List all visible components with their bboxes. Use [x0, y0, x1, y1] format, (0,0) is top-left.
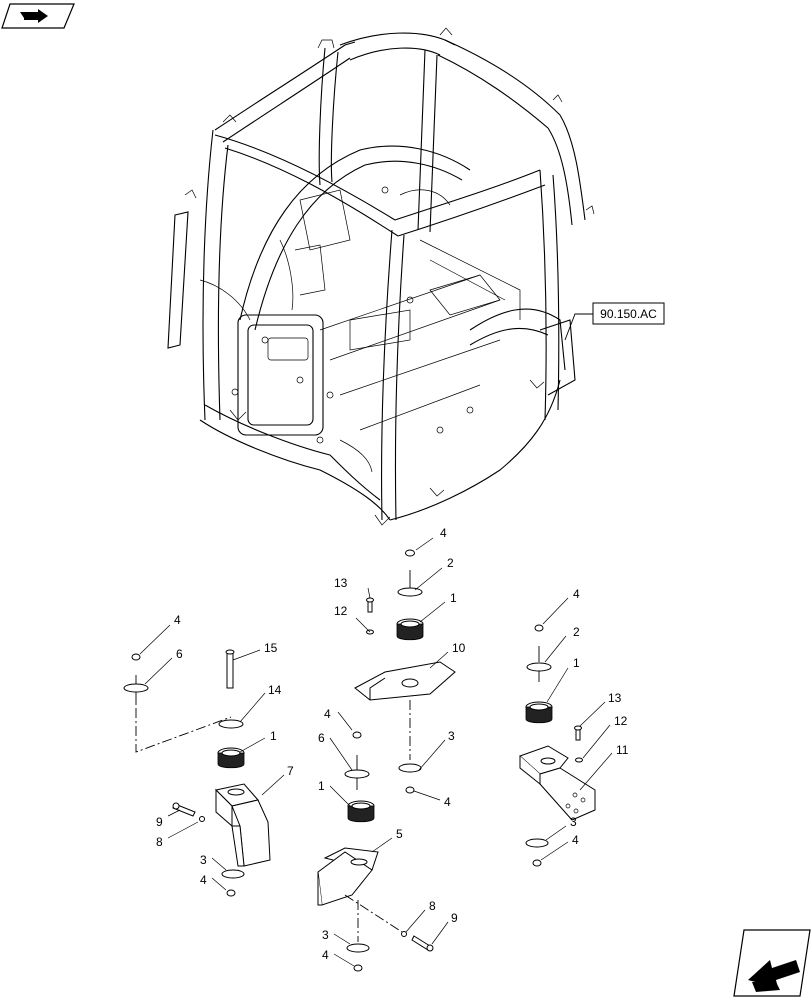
callout-3: 3 — [200, 853, 207, 867]
callout-7: 7 — [287, 764, 294, 778]
reference-box[interactable]: 90.150.AC — [564, 302, 665, 341]
callout-13: 13 — [334, 576, 348, 590]
callout-2: 2 — [447, 556, 454, 570]
mount-assembly-left — [123, 649, 271, 897]
callout-12: 12 — [614, 714, 628, 728]
callout-8: 8 — [156, 835, 163, 849]
callout-1: 1 — [573, 656, 580, 670]
callout-4: 4 — [324, 707, 331, 721]
callout-14: 14 — [268, 683, 282, 697]
callout-6: 6 — [176, 647, 183, 661]
next-page-arrow-icon[interactable] — [733, 929, 811, 997]
callout-3: 3 — [570, 815, 577, 829]
callout-4: 4 — [573, 587, 580, 601]
callout-13: 13 — [608, 691, 622, 705]
callout-9: 9 — [451, 911, 458, 925]
callout-1: 1 — [318, 779, 325, 793]
callout-8: 8 — [429, 899, 436, 913]
callout-5: 5 — [396, 827, 403, 841]
callout-4: 4 — [200, 873, 207, 887]
callout-4: 4 — [440, 526, 447, 540]
callout-2: 2 — [573, 625, 580, 639]
folder-pages-icon[interactable] — [1, 3, 75, 29]
reference-label: 90.150.AC — [600, 307, 657, 321]
callout-numbers: 4 2 13 1 12 10 4 6 15 14 1 7 9 8 3 4 4 6… — [156, 526, 629, 962]
callout-4: 4 — [444, 795, 451, 809]
callout-6: 6 — [318, 731, 325, 745]
callout-1: 1 — [450, 591, 457, 605]
callout-15: 15 — [264, 641, 278, 655]
callout-3: 3 — [448, 729, 455, 743]
callout-10: 10 — [452, 641, 466, 655]
callout-4: 4 — [572, 833, 579, 847]
callout-12: 12 — [334, 604, 348, 618]
callout-4: 4 — [322, 948, 329, 962]
callout-1: 1 — [270, 729, 277, 743]
mount-assembly-center-top — [354, 549, 456, 794]
callout-3: 3 — [322, 928, 329, 942]
callout-4: 4 — [174, 613, 181, 627]
callout-9: 9 — [156, 815, 163, 829]
mount-assembly-right — [519, 624, 596, 867]
mount-assembly-center — [317, 731, 434, 972]
cab-frame-drawing — [167, 27, 595, 526]
callout-leaders — [139, 537, 613, 967]
callout-11: 11 — [616, 743, 629, 757]
